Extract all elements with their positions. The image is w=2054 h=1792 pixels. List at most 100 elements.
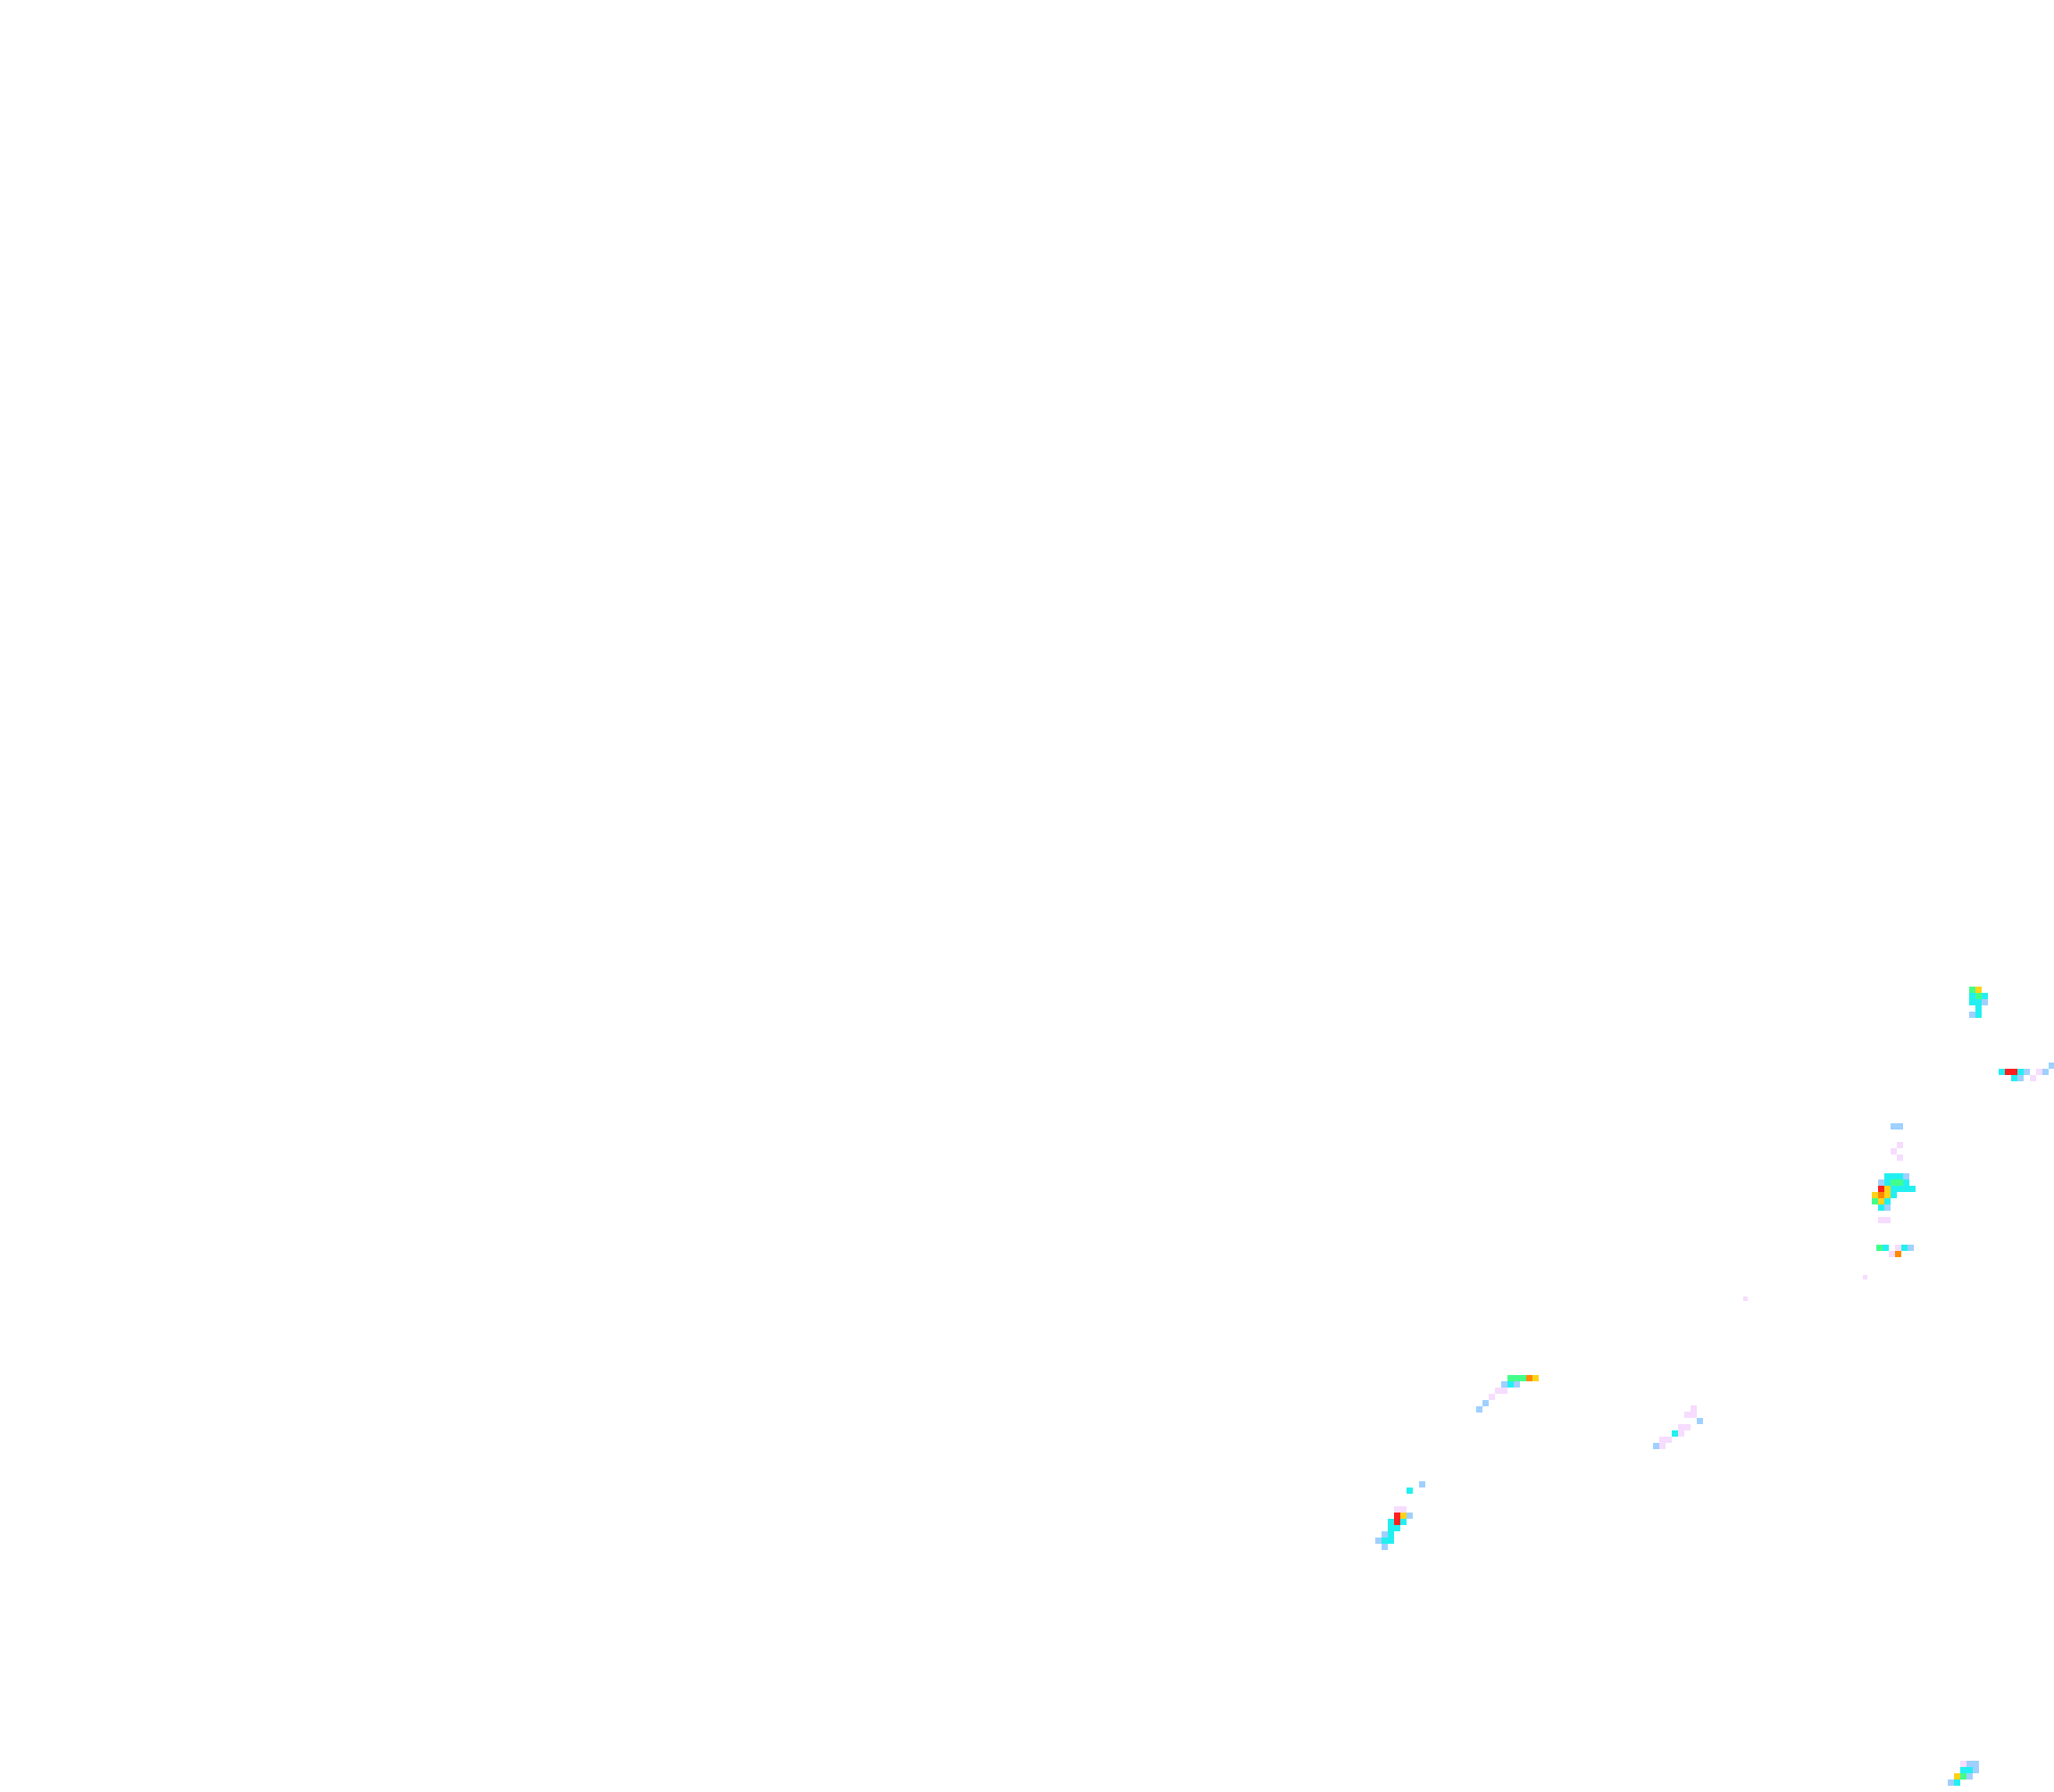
radar-echo-main-cluster xyxy=(1884,1173,1891,1179)
radar-echo-southwest xyxy=(1388,1538,1394,1544)
radar-echo-northeast xyxy=(1969,1012,1975,1018)
radar-echo-main-cluster xyxy=(1884,1198,1891,1204)
radar-echo-southeast xyxy=(1973,1761,1979,1767)
radar-echo-southeast xyxy=(1966,1761,1973,1767)
radar-echo-center xyxy=(1507,1375,1514,1381)
radar-echo-main-cluster xyxy=(1872,1198,1878,1204)
radar-echo-southwest xyxy=(1400,1506,1407,1513)
radar-echo-northeast xyxy=(1975,993,1982,999)
radar-echo-layer xyxy=(1375,987,2054,1786)
radar-echo-main-cluster xyxy=(1884,1186,1891,1192)
radar-echo-southeast xyxy=(1960,1761,1966,1767)
radar-echo-main-cluster xyxy=(1897,1154,1903,1161)
radar-echo-south-cluster xyxy=(1876,1245,1883,1251)
radar-echo-main-cluster xyxy=(1884,1204,1891,1211)
radar-echo-northeast xyxy=(1975,1005,1982,1012)
radar-echo-center xyxy=(1489,1394,1495,1400)
radar-echo-center xyxy=(1514,1375,1520,1381)
radar-echo-south-cluster xyxy=(1883,1245,1889,1251)
radar-echo-main-cluster xyxy=(1897,1186,1903,1192)
radar-echo-center xyxy=(1476,1406,1482,1413)
radar-echo-southwest xyxy=(1400,1513,1407,1519)
radar-echo-southeast xyxy=(1960,1767,1966,1773)
radar-echo-main-cluster xyxy=(1884,1179,1891,1186)
radar-echo-southwest xyxy=(1382,1544,1388,1550)
radar-echo-main-cluster xyxy=(1903,1173,1909,1179)
radar-echo-main-cluster xyxy=(1897,1142,1903,1148)
radar-echo-main-cluster xyxy=(1878,1217,1884,1223)
radar-echo-light-streak xyxy=(1691,1412,1697,1418)
radar-echo-east xyxy=(2011,1075,2017,1081)
radar-echo-northeast xyxy=(1969,987,1975,993)
radar-echo-main-cluster xyxy=(1878,1192,1884,1198)
radar-echo-main-cluster xyxy=(1897,1173,1903,1179)
radar-echo-southwest xyxy=(1407,1513,1413,1519)
radar-echo-southwest xyxy=(1388,1531,1394,1538)
radar-echo-south-cluster xyxy=(1895,1245,1901,1251)
radar-echo-east xyxy=(2036,1069,2042,1075)
radar-echo-south-cluster xyxy=(1895,1251,1901,1257)
radar-echo-center xyxy=(1514,1381,1520,1388)
radar-echo-main-cluster xyxy=(1903,1179,1909,1186)
radar-echo-center xyxy=(1482,1400,1489,1406)
radar-echo-southwest xyxy=(1400,1519,1407,1525)
radar-echo-northeast xyxy=(1982,999,1988,1005)
radar-echo-east xyxy=(2005,1069,2011,1075)
radar-echo-light-streak xyxy=(1659,1443,1666,1449)
radar-echo-light-streak xyxy=(1672,1430,1678,1437)
radar-echo-east xyxy=(2017,1075,2024,1081)
radar-echo-southeast xyxy=(1960,1773,1966,1779)
radar-echo-light-streak xyxy=(1684,1412,1691,1418)
radar-echo-main-cluster xyxy=(1891,1173,1897,1179)
radar-echo-center xyxy=(1501,1381,1507,1388)
radar-echo-southwest xyxy=(1394,1513,1400,1519)
radar-echo-southwest xyxy=(1394,1519,1400,1525)
radar-echo-center xyxy=(1526,1375,1532,1381)
radar-echo-east xyxy=(2017,1069,2024,1075)
radar-echo-speck xyxy=(1743,1296,1748,1301)
radar-echo-light-streak xyxy=(1666,1437,1672,1443)
radar-echo-light-streak xyxy=(1659,1437,1666,1443)
radar-echo-main-cluster xyxy=(1878,1186,1884,1192)
radar-echo-east xyxy=(2042,1069,2049,1075)
radar-echo-east xyxy=(2049,1063,2054,1069)
radar-echo-main-cluster xyxy=(1891,1192,1897,1198)
radar-echo-main-cluster xyxy=(1884,1217,1891,1223)
radar-echo-southeast xyxy=(1948,1779,1954,1786)
radar-echo-east xyxy=(2011,1069,2017,1075)
radar-echo-main-cluster xyxy=(1897,1123,1903,1129)
radar-echo-southwest xyxy=(1407,1488,1413,1494)
radar-echo-northeast xyxy=(1975,1012,1982,1018)
radar-echo-south-cluster xyxy=(1901,1245,1908,1251)
radar-echo-northeast xyxy=(1969,993,1975,999)
radar-echo-southwest xyxy=(1394,1506,1400,1513)
radar-echo-light-streak xyxy=(1653,1443,1659,1449)
radar-echo-southeast xyxy=(1954,1779,1960,1786)
radar-echo-center xyxy=(1532,1375,1539,1381)
radar-echo-center xyxy=(1501,1388,1507,1394)
radar-echo-northeast xyxy=(1975,999,1982,1005)
radar-echo-southwest xyxy=(1382,1531,1388,1538)
radar-echo-main-cluster xyxy=(1891,1179,1897,1186)
radar-echo-southwest xyxy=(1388,1519,1394,1525)
radar-echo-light-streak xyxy=(1691,1405,1697,1412)
radar-echo-southwest xyxy=(1375,1538,1382,1544)
radar-echo-southeast xyxy=(1966,1773,1973,1779)
radar-echo-southwest xyxy=(1388,1525,1394,1531)
radar-echo-main-cluster xyxy=(1884,1192,1891,1198)
radar-echo-south-cluster xyxy=(1889,1251,1895,1257)
radar-echo-center xyxy=(1507,1381,1514,1388)
radar-echo-northeast xyxy=(1975,987,1982,993)
radar-echo-east xyxy=(2030,1075,2036,1081)
radar-echo-light-streak xyxy=(1697,1418,1703,1424)
radar-echo-east xyxy=(1999,1069,2005,1075)
radar-echo-center xyxy=(1520,1375,1526,1381)
radar-echo-main-cluster xyxy=(1891,1123,1897,1129)
radar-echo-south-cluster xyxy=(1908,1245,1914,1251)
radar-echo-east xyxy=(2024,1069,2030,1075)
radar-echo-main-cluster xyxy=(1903,1186,1909,1192)
radar-echo-northeast xyxy=(1982,993,1988,999)
radar-echo-southwest xyxy=(1382,1538,1388,1544)
